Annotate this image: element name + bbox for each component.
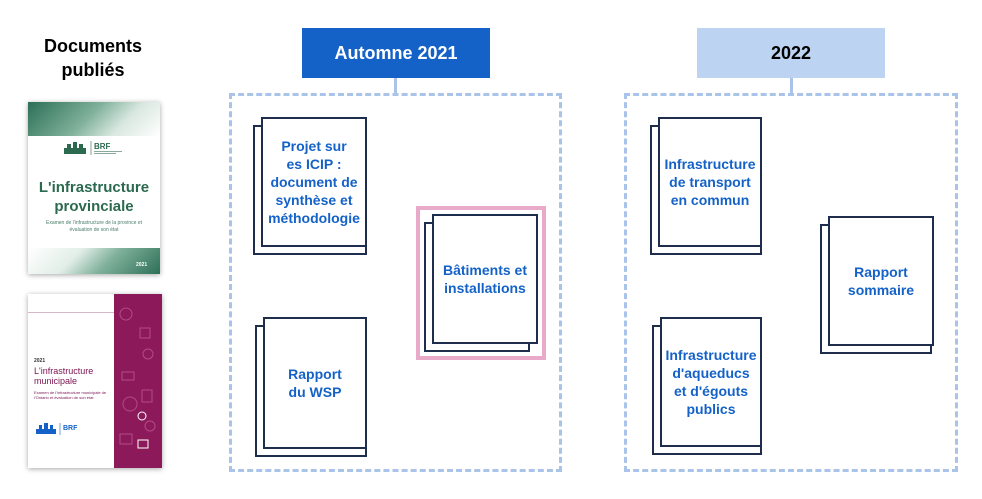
header-connector [790,78,793,93]
cover-subtitle: Examen de l'infrastructure municipale de… [34,390,107,400]
provincial-infrastructure-cover[interactable]: BRF L'infrastructure provinciale Examen … [28,102,160,274]
cover-top-band [28,102,160,136]
pattern-icons [119,307,156,449]
year-2022-group [624,93,958,472]
brf-logo-icon: BRF [64,141,122,155]
doc-card-icip-project[interactable]: Projet sur es ICIP : document de synthès… [261,117,367,247]
published-documents-title: Documents publiés [43,36,142,80]
cover-logo-text: BRF [63,425,78,432]
cover-title: L'infrastructure municipale [34,366,94,386]
cover-year: 2021 [34,358,46,364]
year-2022-header: 2022 [697,28,885,78]
cover-side-pattern [114,294,162,468]
autumn-2021-group [229,93,562,472]
cover-title: L'infrastructure provinciale [38,179,150,215]
cover-divider [28,312,114,313]
municipal-infrastructure-cover[interactable]: 2021 L'infrastructure municipale Examen … [28,294,162,468]
doc-card-summary-report[interactable]: Rapport sommaire [828,216,934,346]
cover-subtitle: Examen de l'infrastructure de la provinc… [46,220,143,233]
doc-card-buildings-facilities[interactable]: Bâtiments et installations [432,214,538,344]
header-connector [394,78,397,93]
cover-logo-text: BRF [94,142,111,151]
cover-year: 2021 [136,262,148,268]
doc-card-transit-infrastructure[interactable]: Infrastructure de transport en commun [658,117,762,247]
doc-card-water-sewer-infrastructure[interactable]: Infrastructure d'aqueducs et d'égouts pu… [660,317,762,447]
cover-bottom-band [28,248,160,274]
doc-card-wsp-report[interactable]: Rapport du WSP [263,317,367,449]
highlight-frame [416,206,546,360]
brf-logo-icon: BRF [36,423,78,435]
autumn-2021-header: Automne 2021 [302,28,490,78]
